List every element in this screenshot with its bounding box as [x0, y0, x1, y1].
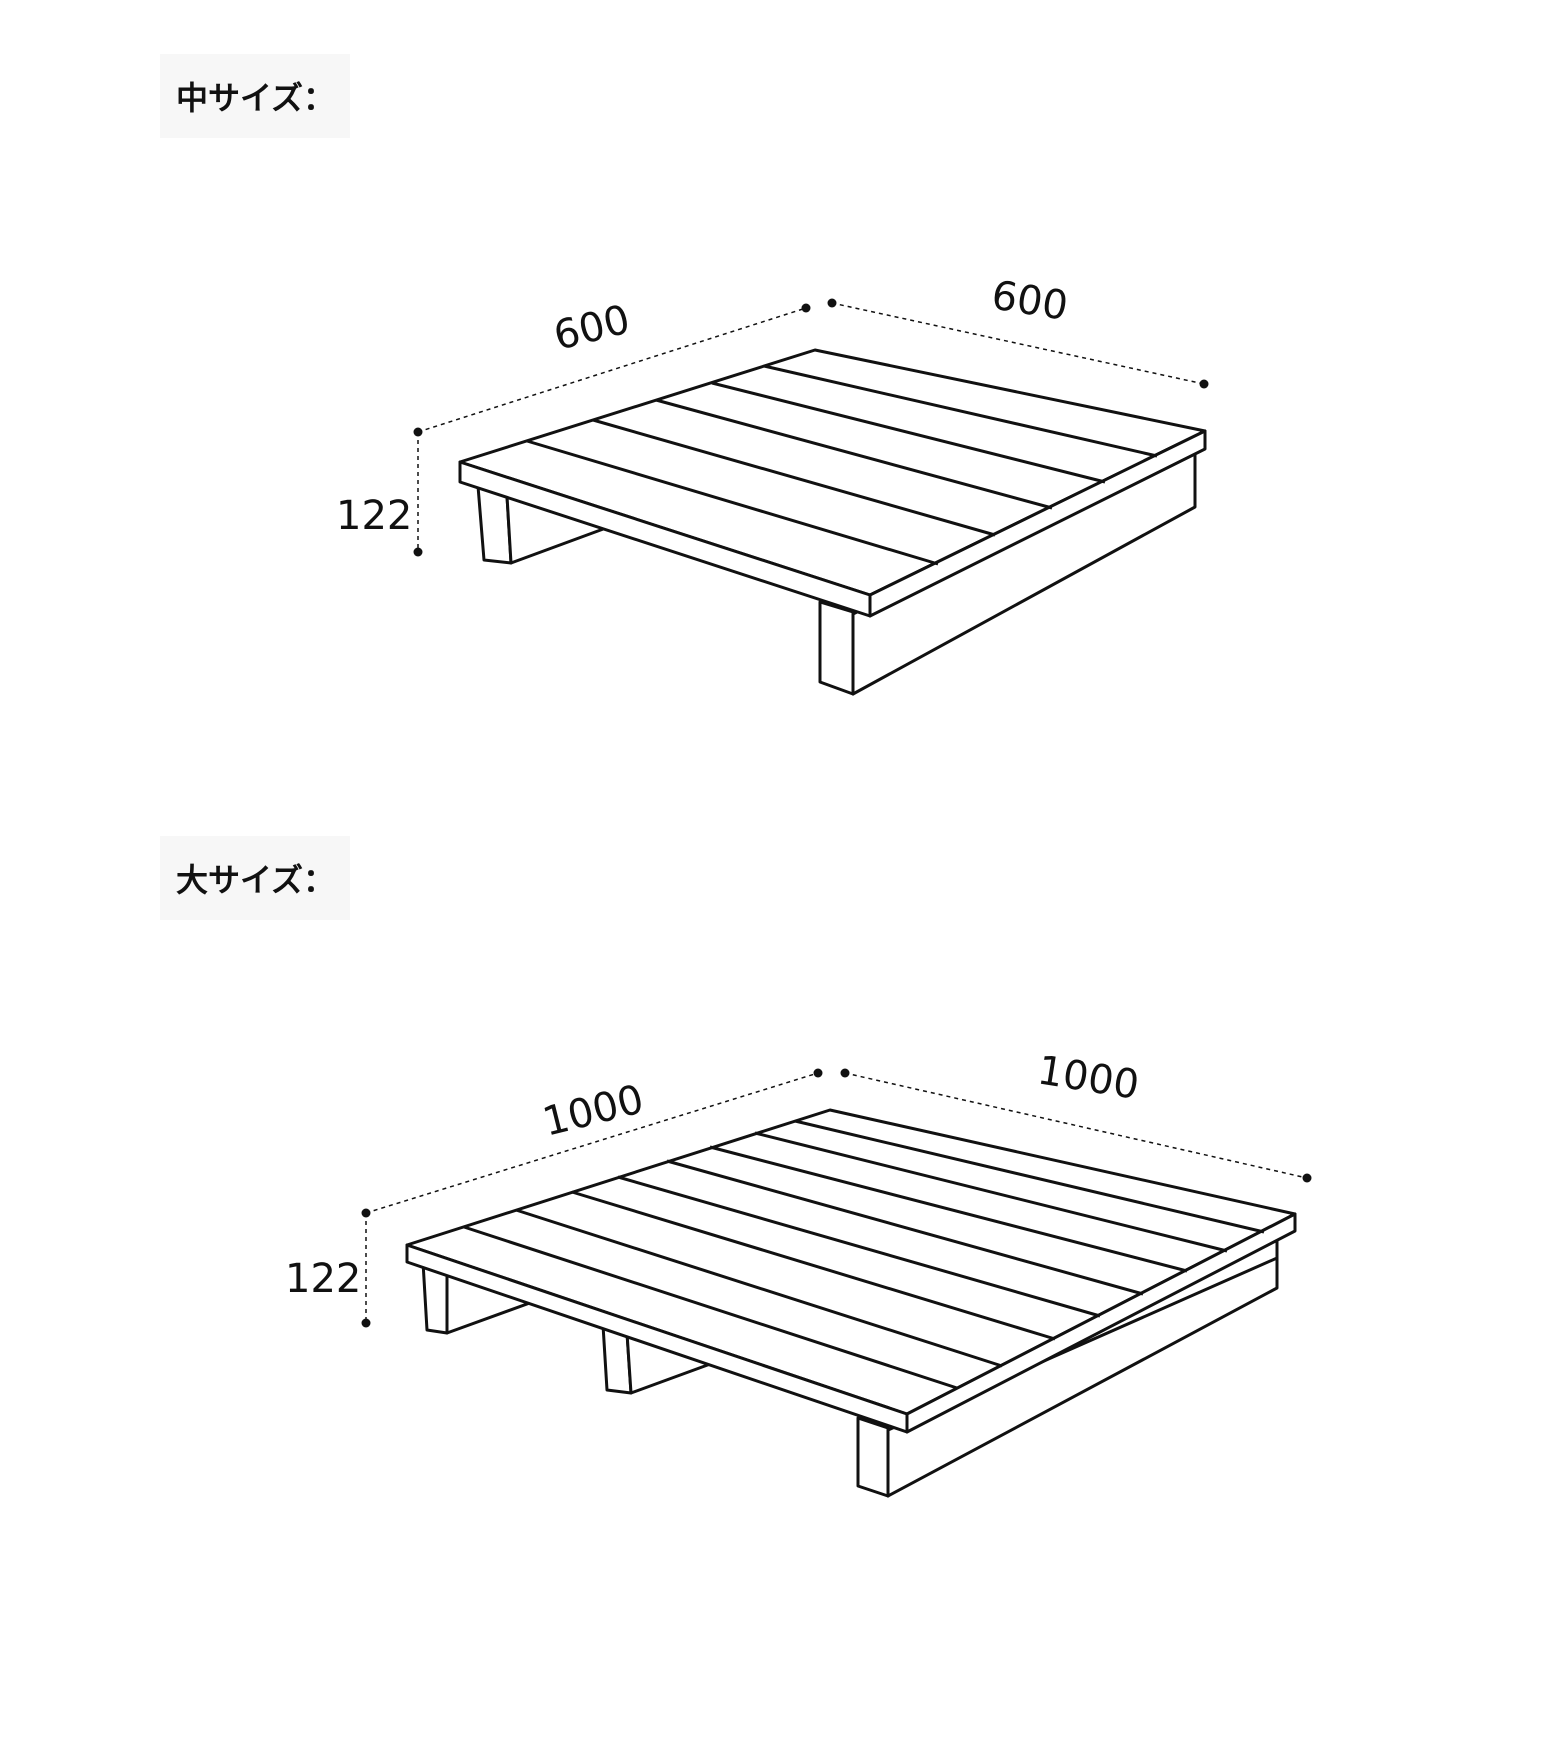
large-board-seam — [571, 1190, 1056, 1341]
medium-width-label: 600 — [549, 297, 634, 360]
large-height-dimension-dot — [361, 1318, 371, 1328]
large-board-seam — [463, 1225, 958, 1390]
large-front-leg — [856, 1416, 890, 1498]
large-height-label: 122 — [285, 1256, 361, 1302]
large-deck-right-edge — [905, 1212, 1297, 1434]
large-board-seam — [709, 1145, 1188, 1273]
medium-front-leg — [818, 600, 855, 696]
large-width-label: 1000 — [538, 1076, 648, 1145]
large-size-label: 大サイズ： — [160, 836, 350, 920]
large-width-dimension-dot — [813, 1068, 823, 1078]
large-width-dimension-line — [365, 1072, 819, 1214]
medium-size-label: 中サイズ： — [160, 54, 350, 138]
large-depth-dimension-line — [844, 1072, 1308, 1179]
large-depth-label: 1000 — [1034, 1047, 1142, 1108]
medium-height-dimension-dot — [413, 547, 423, 557]
large-board-seam — [617, 1175, 1101, 1318]
large-depth-dimension-dot — [1302, 1173, 1312, 1183]
medium-deck-right-edge — [868, 429, 1207, 618]
large-board-seam — [515, 1208, 1003, 1368]
medium-board-seam — [592, 418, 996, 537]
large-board-seam — [666, 1159, 1144, 1296]
medium-board-seam — [655, 398, 1053, 510]
medium-board-seam — [711, 381, 1106, 484]
medium-depth-dimension-dot — [827, 298, 837, 308]
medium-pallet-drawing: 600 600 122 — [336, 272, 1209, 696]
medium-width-dimension-line — [417, 307, 807, 433]
medium-depth-dimension-dot — [1199, 379, 1209, 389]
large-depth-dimension-dot — [840, 1068, 850, 1078]
large-board-seam — [794, 1119, 1265, 1234]
large-pallet-drawing: 1000 1000 122 — [285, 1047, 1312, 1498]
medium-width-dimension-dot — [801, 303, 811, 313]
medium-board-seam — [526, 439, 939, 566]
medium-board-seam — [763, 364, 1158, 458]
large-board-seam — [754, 1131, 1228, 1253]
medium-height-label: 122 — [336, 493, 412, 539]
medium-depth-label: 600 — [988, 272, 1071, 329]
